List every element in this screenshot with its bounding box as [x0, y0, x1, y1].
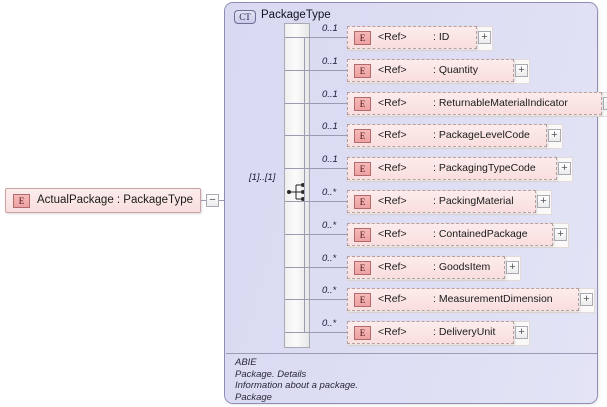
element-icon: E: [354, 228, 371, 242]
sequence-compositor-bar: [284, 23, 310, 348]
annotation-line: Information about a package.: [235, 380, 359, 392]
complextype-title: PackageType: [261, 9, 331, 21]
occurrence-label: 0..*: [322, 220, 337, 231]
element-ref-node[interactable]: E <Ref> : ContainedPackage: [347, 223, 553, 246]
connector-line: [285, 70, 347, 71]
element-ref-node[interactable]: E <Ref> : PackingMaterial: [347, 190, 536, 213]
element-ref-node[interactable]: E <Ref> : PackagingTypeCode: [347, 157, 557, 180]
element-icon: E: [354, 129, 371, 143]
connector-line: [285, 332, 347, 333]
element-icon: E: [354, 97, 371, 111]
element-ref-node[interactable]: E <Ref> : Quantity: [347, 59, 514, 82]
element-name-label: : MeasurementDimension: [433, 293, 553, 305]
connector-line: [285, 234, 347, 235]
element-expand-button[interactable]: +: [548, 129, 561, 142]
element-expand-button[interactable]: +: [515, 64, 528, 77]
annotation-line: Package: [235, 391, 272, 403]
occurrence-label: 0..*: [322, 253, 337, 264]
connector-root-right: [219, 200, 225, 201]
element-ref-node[interactable]: E <Ref> : PackageLevelCode: [347, 124, 547, 147]
connector-line: [285, 201, 347, 202]
element-ref-node[interactable]: E <Ref> : DeliveryUnit: [347, 321, 514, 344]
occurrence-label: 0..1: [322, 23, 338, 34]
occurrence-label: 0..*: [322, 187, 337, 198]
occurrence-label: 0..1: [322, 89, 338, 100]
element-ref-label: <Ref>: [378, 129, 407, 141]
complextype-icon: CT: [234, 10, 256, 24]
compositor-occurs-label: [1]..[1]: [249, 172, 276, 183]
element-icon: E: [354, 326, 371, 340]
root-node-collapse-button[interactable]: −: [206, 194, 219, 207]
connector-trunk: [304, 37, 305, 332]
connector-line: [285, 299, 347, 300]
element-expand-button[interactable]: +: [537, 195, 550, 208]
element-icon: E: [354, 31, 371, 45]
element-expand-button[interactable]: +: [506, 261, 519, 274]
connector-line: [285, 135, 347, 136]
element-name-label: : ID: [433, 31, 450, 43]
connector-root-left: [201, 200, 206, 201]
element-ref-label: <Ref>: [378, 97, 407, 109]
element-expand-button[interactable]: +: [558, 162, 571, 175]
element-name-label: : PackagingTypeCode: [433, 162, 536, 174]
element-name-label: : PackingMaterial: [433, 195, 514, 207]
element-ref-label: <Ref>: [378, 162, 407, 174]
element-ref-label: <Ref>: [378, 64, 407, 76]
element-icon: E: [354, 64, 371, 78]
annotation-separator: [226, 353, 597, 354]
occurrence-label: 0..*: [322, 318, 337, 329]
element-name-label: : DeliveryUnit: [433, 326, 496, 338]
element-name-label: : ReturnableMaterialIndicator: [433, 97, 568, 109]
occurrence-label: 0..*: [322, 285, 337, 296]
element-icon: E: [354, 261, 371, 275]
element-ref-label: <Ref>: [378, 261, 407, 273]
annotation-line: ABIE: [235, 357, 257, 368]
annotation-line: Package. Details: [235, 368, 307, 380]
element-ref-node[interactable]: E <Ref> : GoodsItem: [347, 256, 505, 279]
element-expand-button[interactable]: +: [478, 31, 491, 44]
connector-line: [285, 103, 347, 104]
element-ref-node[interactable]: E <Ref> : MeasurementDimension: [347, 288, 579, 311]
element-expand-button[interactable]: +: [603, 97, 607, 110]
element-icon: E: [354, 162, 371, 176]
occurrence-label: 0..1: [322, 154, 338, 165]
element-ref-label: <Ref>: [378, 195, 407, 207]
connector-line: [285, 168, 347, 169]
root-element-node[interactable]: E ActualPackage : PackageType: [5, 188, 201, 213]
element-name-label: : Quantity: [433, 64, 478, 76]
element-icon: E: [354, 293, 371, 307]
annotation-text: ABIE Package. Details Information about …: [235, 357, 358, 403]
element-icon: E: [354, 195, 371, 209]
element-expand-button[interactable]: +: [515, 326, 528, 339]
element-expand-button[interactable]: +: [554, 228, 567, 241]
element-ref-label: <Ref>: [378, 293, 407, 305]
element-ref-node[interactable]: E <Ref> : ReturnableMaterialIndicator: [347, 92, 602, 115]
element-ref-label: <Ref>: [378, 31, 407, 43]
element-name-label: : GoodsItem: [433, 261, 491, 273]
element-expand-button[interactable]: +: [580, 293, 593, 306]
element-name-label: : PackageLevelCode: [433, 129, 530, 141]
element-icon: E: [13, 194, 30, 208]
element-name-label: : ContainedPackage: [433, 228, 528, 240]
connector-line: [285, 37, 347, 38]
element-ref-label: <Ref>: [378, 326, 407, 338]
occurrence-label: 0..1: [322, 56, 338, 67]
connector-line: [285, 267, 347, 268]
root-element-label: ActualPackage : PackageType: [37, 194, 193, 206]
occurrence-label: 0..1: [322, 121, 338, 132]
element-ref-node[interactable]: E <Ref> : ID: [347, 26, 477, 49]
element-ref-label: <Ref>: [378, 228, 407, 240]
